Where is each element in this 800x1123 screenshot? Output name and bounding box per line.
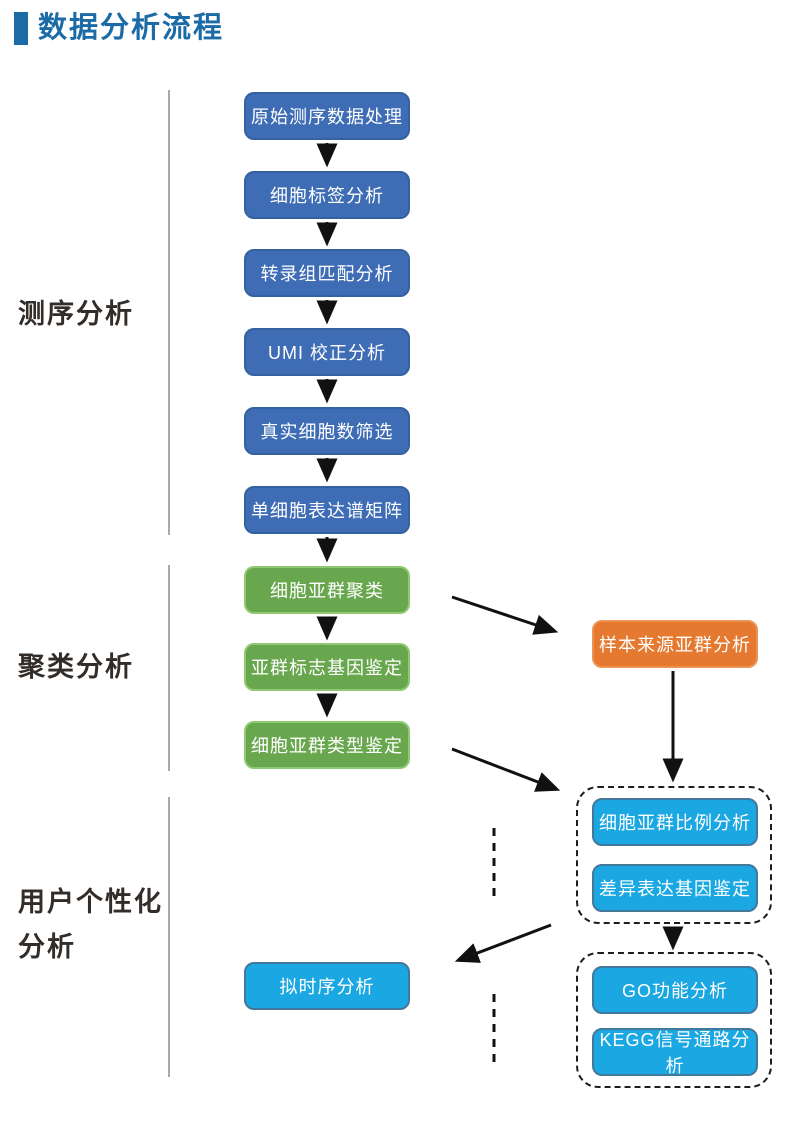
flow-node-sample-subgroup-analysis: 样本来源亚群分析: [592, 620, 758, 668]
section-label-personalized: 用户个性化 分析: [18, 880, 163, 970]
flow-node-label: 原始测序数据处理: [251, 107, 403, 127]
title-accent-bar: [14, 12, 28, 45]
comparison-analysis-group: [576, 786, 772, 924]
flow-node-kegg-pathway-analysis: KEGG信号通路分析: [592, 1028, 758, 1076]
section-label-clustering: 聚类分析: [18, 645, 134, 690]
flow-node-pseudotime-analysis: 拟时序分析: [244, 962, 410, 1010]
flow-node-go-function-analysis: GO功能分析: [592, 966, 758, 1014]
arrow-to-pseudotime: [454, 923, 552, 963]
arrow-identification-to-comparison-group: [451, 747, 561, 792]
flow-node-label: UMI 校正分析: [268, 343, 386, 363]
flow-node-subgroup-proportion-analysis: 细胞亚群比例分析: [592, 798, 758, 846]
flow-node-label: 单细胞表达谱矩阵: [251, 501, 403, 521]
flow-node-label: 转录组匹配分析: [260, 264, 394, 284]
flow-node-label: 真实细胞数筛选: [260, 422, 394, 442]
flow-node-label: 细胞标签分析: [270, 186, 384, 206]
flow-node-label: 亚群标志基因鉴定: [251, 658, 403, 678]
flow-node-label: 差异表达基因鉴定: [599, 879, 751, 899]
flow-node-differential-expression: 差异表达基因鉴定: [592, 864, 758, 912]
flow-node-raw-sequencing-data: 原始测序数据处理: [244, 92, 410, 140]
flow-node-subgroup-clustering: 细胞亚群聚类: [244, 566, 410, 614]
section-label-text: 测序分析: [18, 299, 134, 329]
enrichment-analysis-group: [576, 952, 772, 1088]
flow-node-cell-barcode: 细胞标签分析: [244, 171, 410, 219]
section-divider-personalized: [168, 797, 170, 1077]
flow-node-label: KEGG信号通路分析: [599, 1030, 751, 1076]
arrow-clustering-to-sample-analysis: [451, 595, 559, 635]
flow-node-expression-matrix: 单细胞表达谱矩阵: [244, 486, 410, 534]
section-divider-clustering: [168, 565, 170, 771]
section-label-text: 聚类分析: [18, 652, 134, 682]
flow-node-label: 拟时序分析: [279, 977, 375, 997]
flow-node-umi-correction: UMI 校正分析: [244, 328, 410, 376]
flow-node-subgroup-type-identification: 细胞亚群类型鉴定: [244, 721, 410, 769]
flow-node-label: 细胞亚群比例分析: [599, 813, 751, 833]
section-label-text-line1: 用户个性化: [18, 887, 163, 917]
flow-node-real-cell-filtering: 真实细胞数筛选: [244, 407, 410, 455]
flow-node-label: GO功能分析: [621, 981, 728, 1001]
page-header: 数据分析流程: [14, 12, 224, 45]
flow-node-label: 细胞亚群类型鉴定: [251, 736, 403, 756]
flow-node-label: 样本来源亚群分析: [599, 635, 751, 655]
flow-node-transcriptome-matching: 转录组匹配分析: [244, 249, 410, 297]
flow-node-marker-gene-identification: 亚群标志基因鉴定: [244, 643, 410, 691]
section-divider-sequencing: [168, 90, 170, 535]
section-label-text-line2: 分析: [18, 932, 76, 962]
page-title: 数据分析流程: [38, 12, 225, 44]
flow-node-label: 细胞亚群聚类: [270, 581, 384, 601]
section-label-sequencing: 测序分析: [18, 292, 134, 337]
